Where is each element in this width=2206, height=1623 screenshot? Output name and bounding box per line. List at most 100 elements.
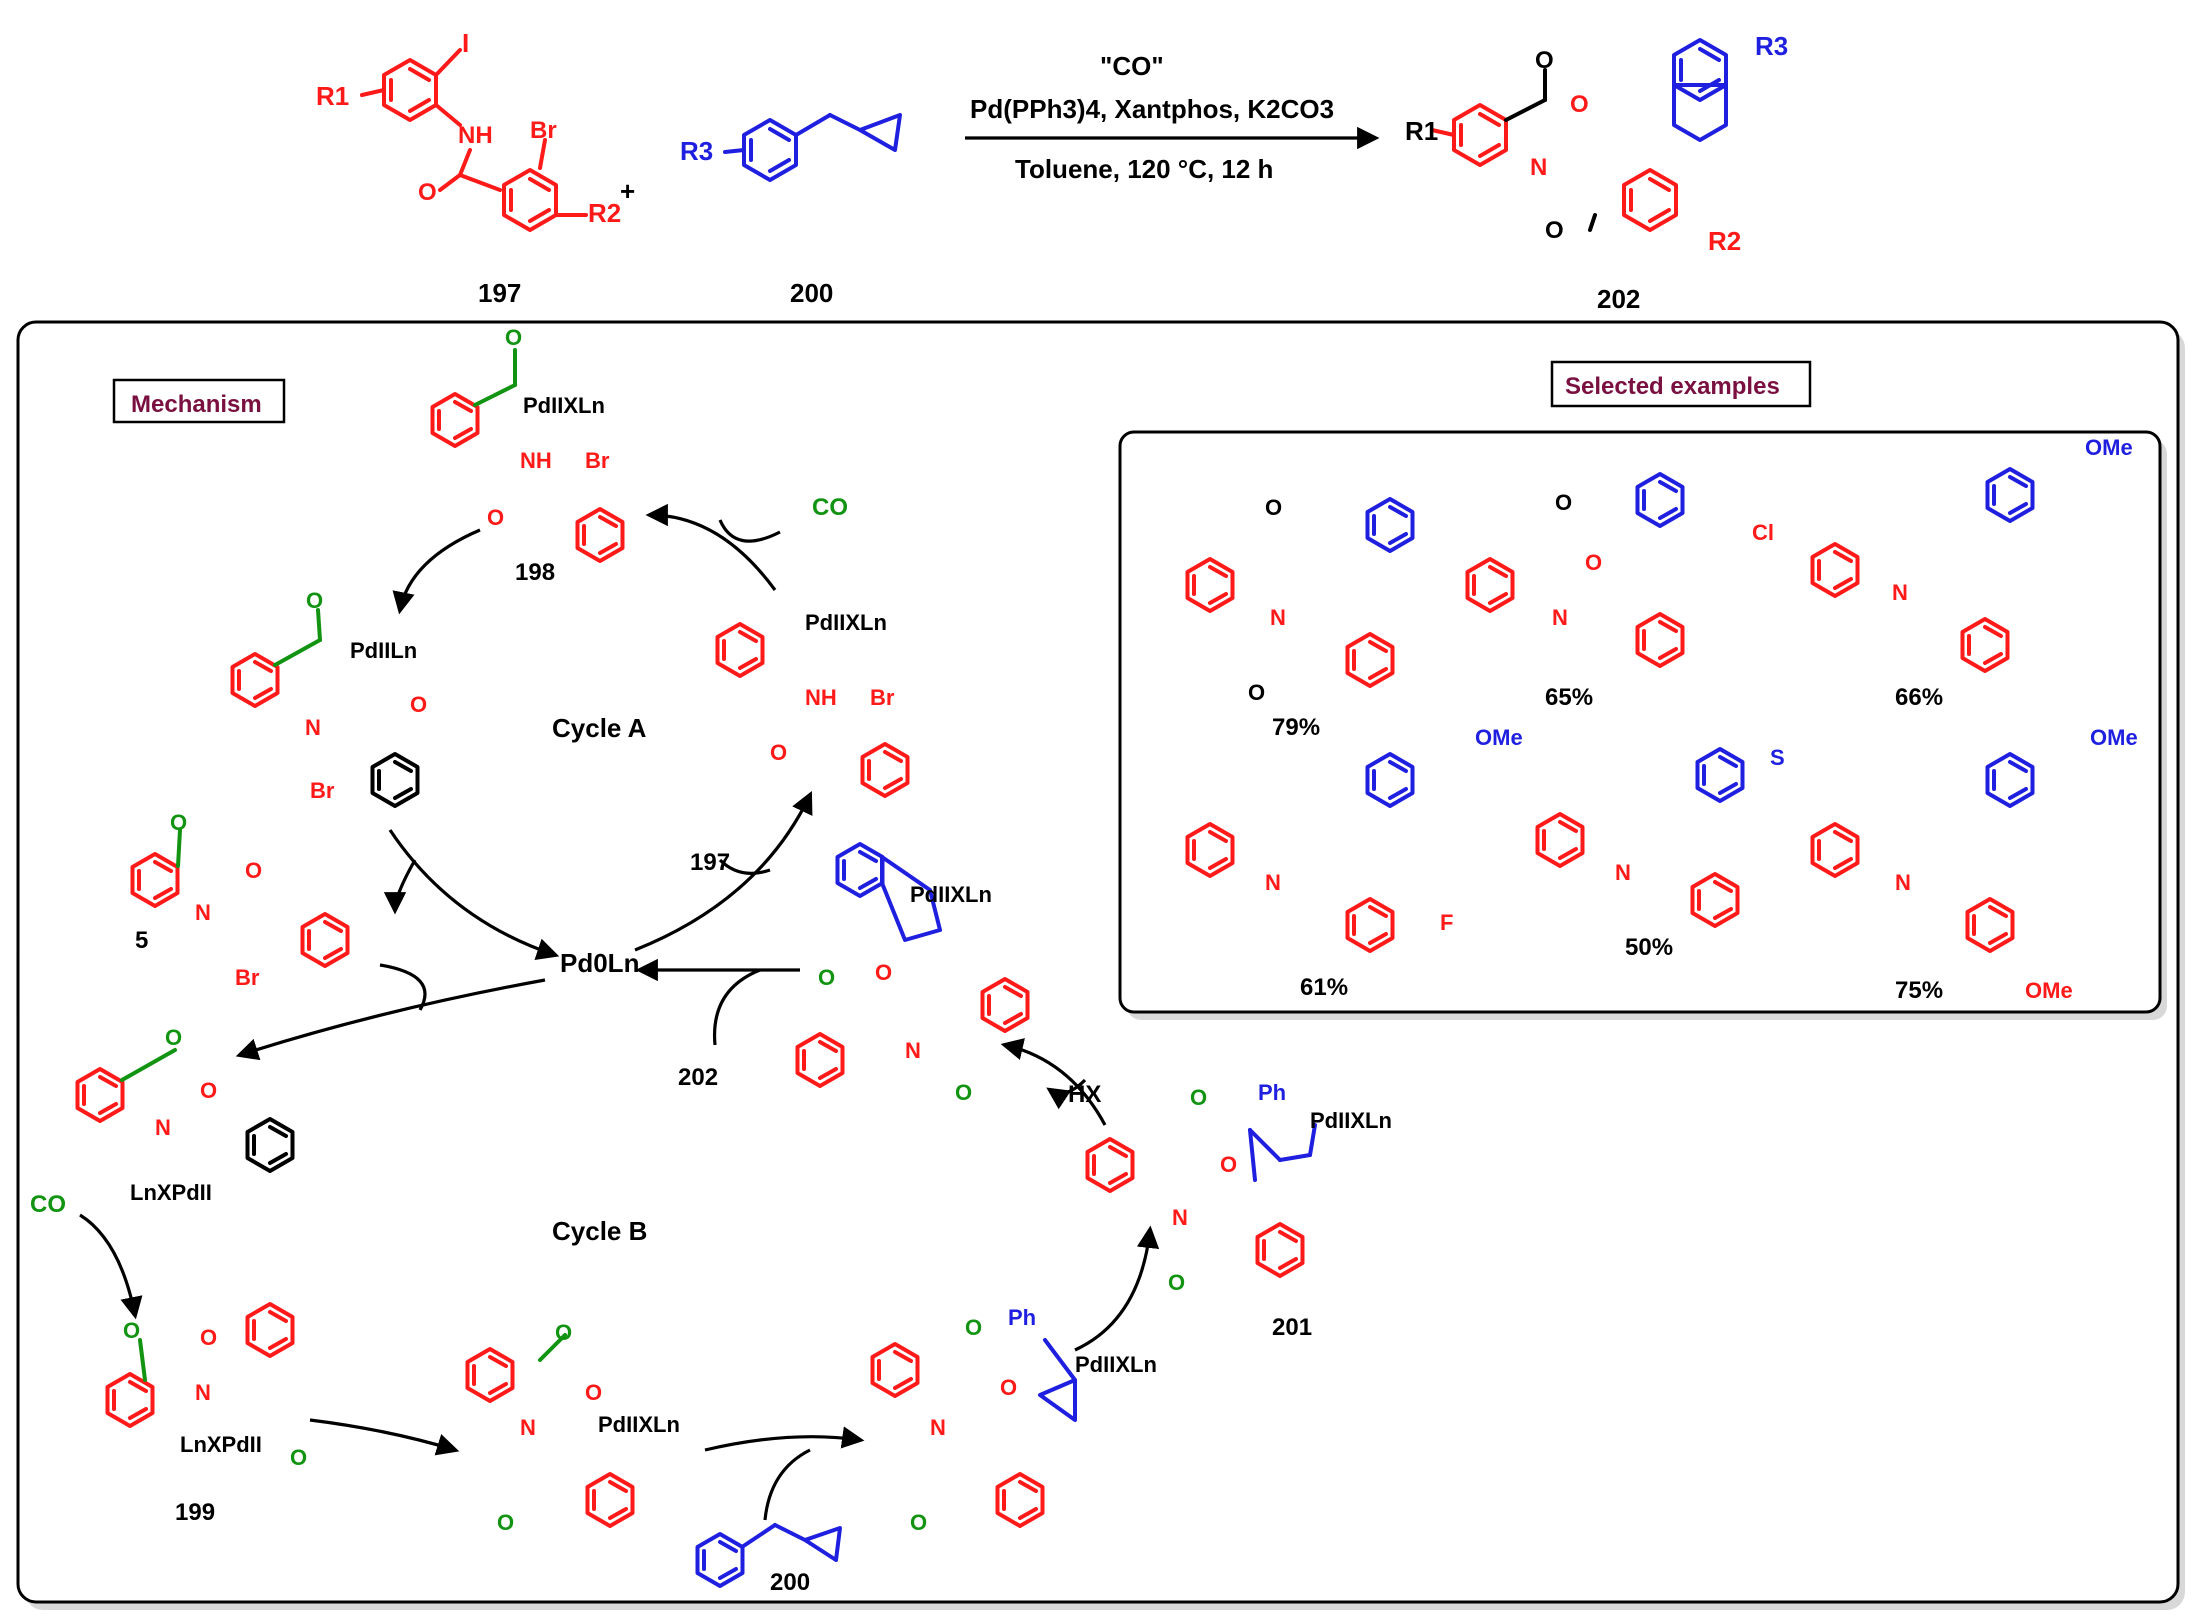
label-201: 201	[1272, 1314, 1312, 1341]
n-arylpd: N	[155, 1115, 171, 1140]
o-arylpd: O	[165, 1025, 182, 1050]
arylpd-label: LnXPdII	[130, 1180, 212, 1205]
ex3-n: N	[1892, 580, 1908, 605]
pd-201: PdIIXLn	[1310, 1108, 1392, 1133]
example-1-yield: 79%	[1272, 714, 1320, 741]
reagent-co: "CO"	[1100, 51, 1164, 81]
chelate-o: O	[306, 588, 323, 613]
co-b: CO	[30, 1191, 66, 1218]
ex2-o: O	[1555, 490, 1572, 515]
compound-202-label: 202	[1597, 284, 1640, 314]
bromine-label: Br	[530, 117, 557, 144]
ex5-s: S	[1770, 745, 1785, 770]
ring-o-201: O	[1220, 1152, 1237, 1177]
acyl-o: O	[505, 325, 522, 350]
ex4-f: F	[1440, 910, 1453, 935]
o-199: O	[123, 1318, 140, 1343]
species-cyclized-pd: PdIIXLn O O N O	[795, 842, 1030, 1105]
br-aryl-a: Br	[870, 685, 895, 710]
ex5-n: N	[1615, 860, 1631, 885]
n-201: N	[1172, 1205, 1188, 1230]
ex3-ome: OMe	[2085, 435, 2133, 460]
structure-202: R1 O O N O R2 R3 202	[1405, 31, 1788, 314]
n-cp: N	[930, 1415, 946, 1440]
structure-200: R3 200	[680, 113, 902, 308]
label-197-cycle: 197	[690, 849, 730, 876]
product-r2-label: R2	[1708, 226, 1741, 256]
ph-cp: Ph	[1008, 1305, 1036, 1330]
imide-o-201: O	[1168, 1270, 1185, 1295]
o-198: O	[487, 505, 504, 530]
r2-label: R2	[588, 198, 621, 228]
ex2-n: N	[1552, 605, 1568, 630]
species-aryl-pd-b: O O N LnXPdII CO	[30, 1025, 295, 1218]
example-6-yield: 75%	[1895, 977, 1943, 1004]
label-200-bottom: 200	[770, 1569, 810, 1596]
example-3-yield: 66%	[1895, 684, 1943, 711]
ring-o-arylpd: O	[200, 1078, 217, 1103]
compound-197-label: 197	[478, 278, 521, 308]
co-o-199: O	[290, 1445, 307, 1470]
br-5: Br	[235, 965, 260, 990]
nh-198: NH	[520, 448, 552, 473]
ex4-ome: OMe	[1475, 725, 1523, 750]
ex2-ring-o: O	[1585, 550, 1602, 575]
ex1-n: N	[1270, 605, 1286, 630]
n-5: N	[195, 900, 211, 925]
ex6-n: N	[1895, 870, 1911, 895]
ring-o-5: O	[245, 858, 262, 883]
example-1: O N O 79%	[1185, 495, 1415, 741]
iodine-label: I	[462, 28, 469, 58]
pd0-species: Pd0Ln	[560, 948, 639, 978]
ring-o-cp: O	[1000, 1375, 1017, 1400]
ex3-cl: Cl	[1752, 520, 1774, 545]
example-4-yield: 61%	[1300, 974, 1348, 1001]
ex6-ome: OMe	[2090, 725, 2138, 750]
chelate-ring-o: O	[410, 692, 427, 717]
n-199: N	[195, 1380, 211, 1405]
species-5: O O N Br 5	[130, 810, 350, 990]
product-carbonyl-o: O	[1535, 47, 1554, 74]
product-r1-label: R1	[1405, 116, 1438, 146]
example-6: OMe OMe N 75%	[1810, 725, 2138, 1004]
ring-o-spiro: O	[585, 1380, 602, 1405]
label-5: 5	[135, 927, 148, 954]
top-reaction: I NH O Br R2 R1 197 + R3 200	[316, 28, 1788, 314]
ex1-o: O	[1265, 495, 1282, 520]
r1-label: R1	[316, 81, 349, 111]
plus-sign: +	[620, 176, 635, 206]
o-cp: O	[965, 1315, 982, 1340]
cycle-a-label: Cycle A	[552, 713, 647, 743]
pd-cp: PdIIXLn	[1075, 1352, 1157, 1377]
example-5: S N 50%	[1535, 745, 1785, 961]
compound-200-label: 200	[790, 278, 833, 308]
species-spiro-pd: O O N PdIIXLn O	[465, 1320, 680, 1535]
species-199: O O N LnXPdII O 199	[105, 1302, 307, 1526]
label-199: 199	[175, 1499, 215, 1526]
co-a: CO	[812, 494, 848, 521]
chelate-pd: PdIILn	[350, 638, 417, 663]
conditions-line-1: Pd(PPh3)4, Xantphos, K2CO3	[970, 94, 1334, 124]
example-4: OMe F N 61%	[1185, 725, 1523, 1001]
species-198: O PdIIXLn NH Br O 198	[430, 325, 625, 586]
label-198: 198	[515, 559, 555, 586]
example-2: O O N 65%	[1465, 472, 1685, 711]
product-ring-o: O	[1570, 91, 1589, 118]
product-n: N	[1530, 154, 1547, 181]
conditions-line-2: Toluene, 120 °C, 12 h	[1015, 154, 1273, 184]
mechanism-title-box	[112, 378, 286, 424]
imide-o-spiro: O	[497, 1510, 514, 1535]
acyl-pd-label: PdIIXLn	[523, 393, 605, 418]
examples-panel: Selected examples O N O 79% O O N 65%	[1118, 360, 2167, 1020]
ring-o-cyclized: O	[875, 960, 892, 985]
product-r3-label: R3	[1755, 31, 1788, 61]
ex6-ome-bottom: OMe	[2025, 978, 2073, 1003]
species-200-bottom: 200	[695, 1523, 842, 1596]
n-spiro: N	[520, 1415, 536, 1440]
r3-label: R3	[680, 136, 713, 166]
examples-title: Selected examples	[1565, 373, 1780, 400]
imide-o-cyclized: O	[955, 1080, 972, 1105]
species-201: O O N Ph PdIIXLn O 201	[1085, 1080, 1392, 1341]
product-imide-o: O	[1545, 217, 1564, 244]
